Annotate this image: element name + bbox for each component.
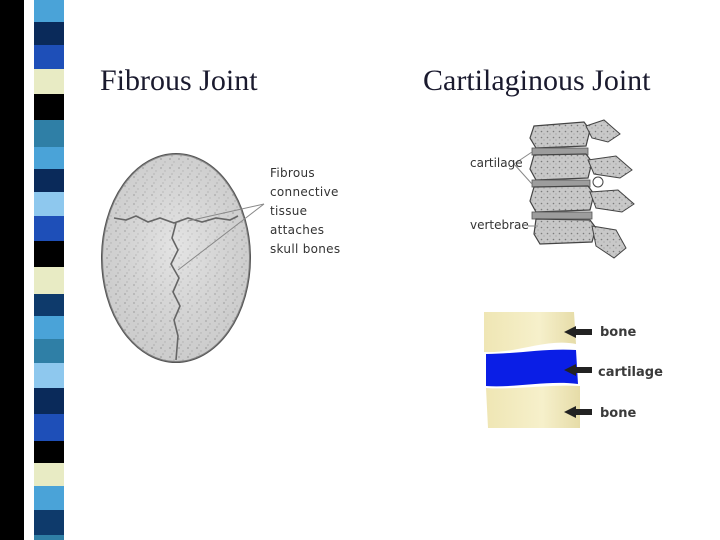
- vertebrae-diagram: cartilage vertebrae: [470, 119, 635, 259]
- skull-caption-line-2: connective: [270, 185, 339, 199]
- stripe-block: [34, 267, 64, 294]
- vertebra-1: [529, 119, 621, 149]
- stripe-block: [34, 414, 64, 441]
- label-bone-bottom: bone: [600, 406, 636, 421]
- stripe-block: [34, 463, 64, 486]
- label-cartilage-joint: cartilage: [598, 365, 663, 380]
- arrow-bone-bottom: [564, 406, 592, 418]
- skull-caption-line-5: skull bones: [270, 242, 340, 256]
- stripe-block: [34, 339, 64, 363]
- stripe-block: [34, 0, 64, 22]
- stripe-block: [34, 486, 64, 510]
- stripe-block: [34, 535, 64, 540]
- bone-cartilage-diagram: bone cartilage bone: [484, 312, 663, 428]
- disc-3: [531, 211, 593, 220]
- label-cartilage-spine: cartilage: [470, 156, 523, 170]
- stripe-block: [34, 45, 64, 69]
- decorative-stripe-bar: [0, 0, 64, 540]
- stripe-block: [34, 510, 64, 535]
- skull-shape: [101, 153, 251, 363]
- skull-caption-line-3: tissue: [270, 204, 307, 218]
- stripe-block: [34, 147, 64, 169]
- fibrous-joint-title: Fibrous Joint: [100, 64, 258, 97]
- stripe-block: [34, 192, 64, 216]
- skull-caption-line-1: Fibrous: [270, 166, 315, 180]
- stripe-block: [34, 294, 64, 316]
- stripe-block: [34, 388, 64, 414]
- stripe-block: [34, 69, 64, 94]
- stripe-block: [34, 441, 64, 463]
- vertebra-4: [533, 218, 627, 259]
- stripe-block: [34, 316, 64, 339]
- stripe-block: [34, 22, 64, 45]
- bone-lower: [486, 385, 580, 428]
- stripe-block: [34, 94, 64, 120]
- arrow-cartilage: [564, 364, 592, 376]
- stripe-block: [34, 216, 64, 241]
- arrow-bone-top: [564, 326, 592, 338]
- vertebra-3: [529, 185, 635, 213]
- label-vertebrae: vertebrae: [470, 218, 529, 232]
- vertebra-2: [529, 153, 633, 181]
- skull-diagram: Fibrous connective tissue attaches skull…: [101, 153, 340, 363]
- coronal-suture: [113, 215, 239, 224]
- stripe-block: [34, 169, 64, 192]
- cartilaginous-joint-title: Cartilaginous Joint: [423, 64, 651, 97]
- stripe-block: [34, 241, 64, 267]
- bone-upper: [484, 312, 576, 353]
- stripe-block: [34, 120, 64, 147]
- label-bone-top: bone: [600, 325, 636, 340]
- sagittal-suture: [170, 222, 181, 361]
- stripe-block: [34, 363, 64, 388]
- skull-caption-line-4: attaches: [270, 223, 324, 237]
- cartilage-band: [486, 349, 578, 387]
